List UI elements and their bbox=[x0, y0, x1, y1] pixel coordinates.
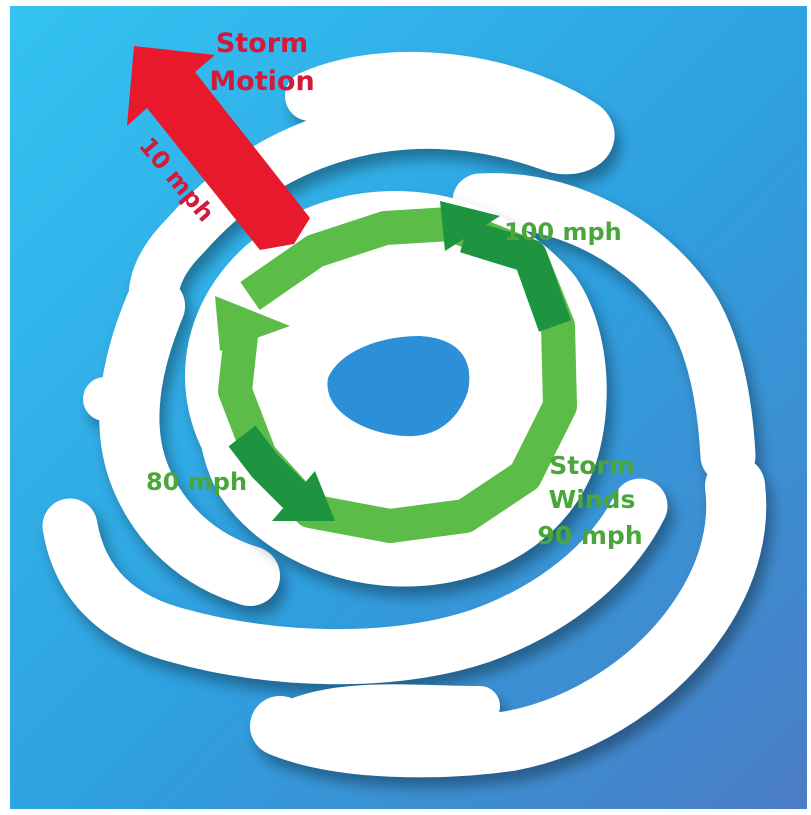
wind-ring-slow-segment bbox=[228, 425, 308, 509]
storm-motion-label-line1: Storm bbox=[216, 28, 308, 59]
cloud-puff-left-2 bbox=[115, 381, 155, 421]
cloud-band-top bbox=[128, 51, 615, 331]
cloud-band-bottom bbox=[250, 456, 767, 778]
hurricane-eye bbox=[327, 336, 470, 437]
storm-winds-label-line2: Winds bbox=[549, 485, 636, 514]
cloud-band-bottom-tail bbox=[260, 684, 500, 746]
cloud-band-left bbox=[99, 276, 280, 606]
cloud-band-right bbox=[452, 173, 756, 484]
wind-ring-fast-segment bbox=[460, 219, 572, 332]
cloud-puff-left-1 bbox=[83, 377, 127, 421]
diagram-canvas: Storm Motion 10 mph 100 mph 80 mph Storm… bbox=[10, 6, 807, 809]
cloud-puff-lower-left bbox=[55, 506, 95, 546]
storm-winds-label-line1: Storm bbox=[549, 451, 635, 480]
storm-wind-ring bbox=[215, 201, 577, 543]
cloud-band-lower-left bbox=[42, 478, 668, 685]
fast-side-speed: 100 mph bbox=[504, 218, 622, 246]
wind-arrowhead-left bbox=[215, 296, 290, 351]
wind-arrowhead-bottom bbox=[272, 471, 335, 521]
hurricane-clouds bbox=[42, 51, 767, 778]
wind-arrowhead-top bbox=[440, 201, 500, 251]
storm-motion-arrow bbox=[127, 46, 310, 250]
storm-motion-label-line2: Motion bbox=[209, 66, 314, 97]
slow-side-speed: 80 mph bbox=[146, 468, 247, 496]
hurricane-diagram: Storm Motion 10 mph 100 mph 80 mph Storm… bbox=[10, 6, 807, 809]
storm-winds-speed: 90 mph bbox=[537, 521, 642, 550]
